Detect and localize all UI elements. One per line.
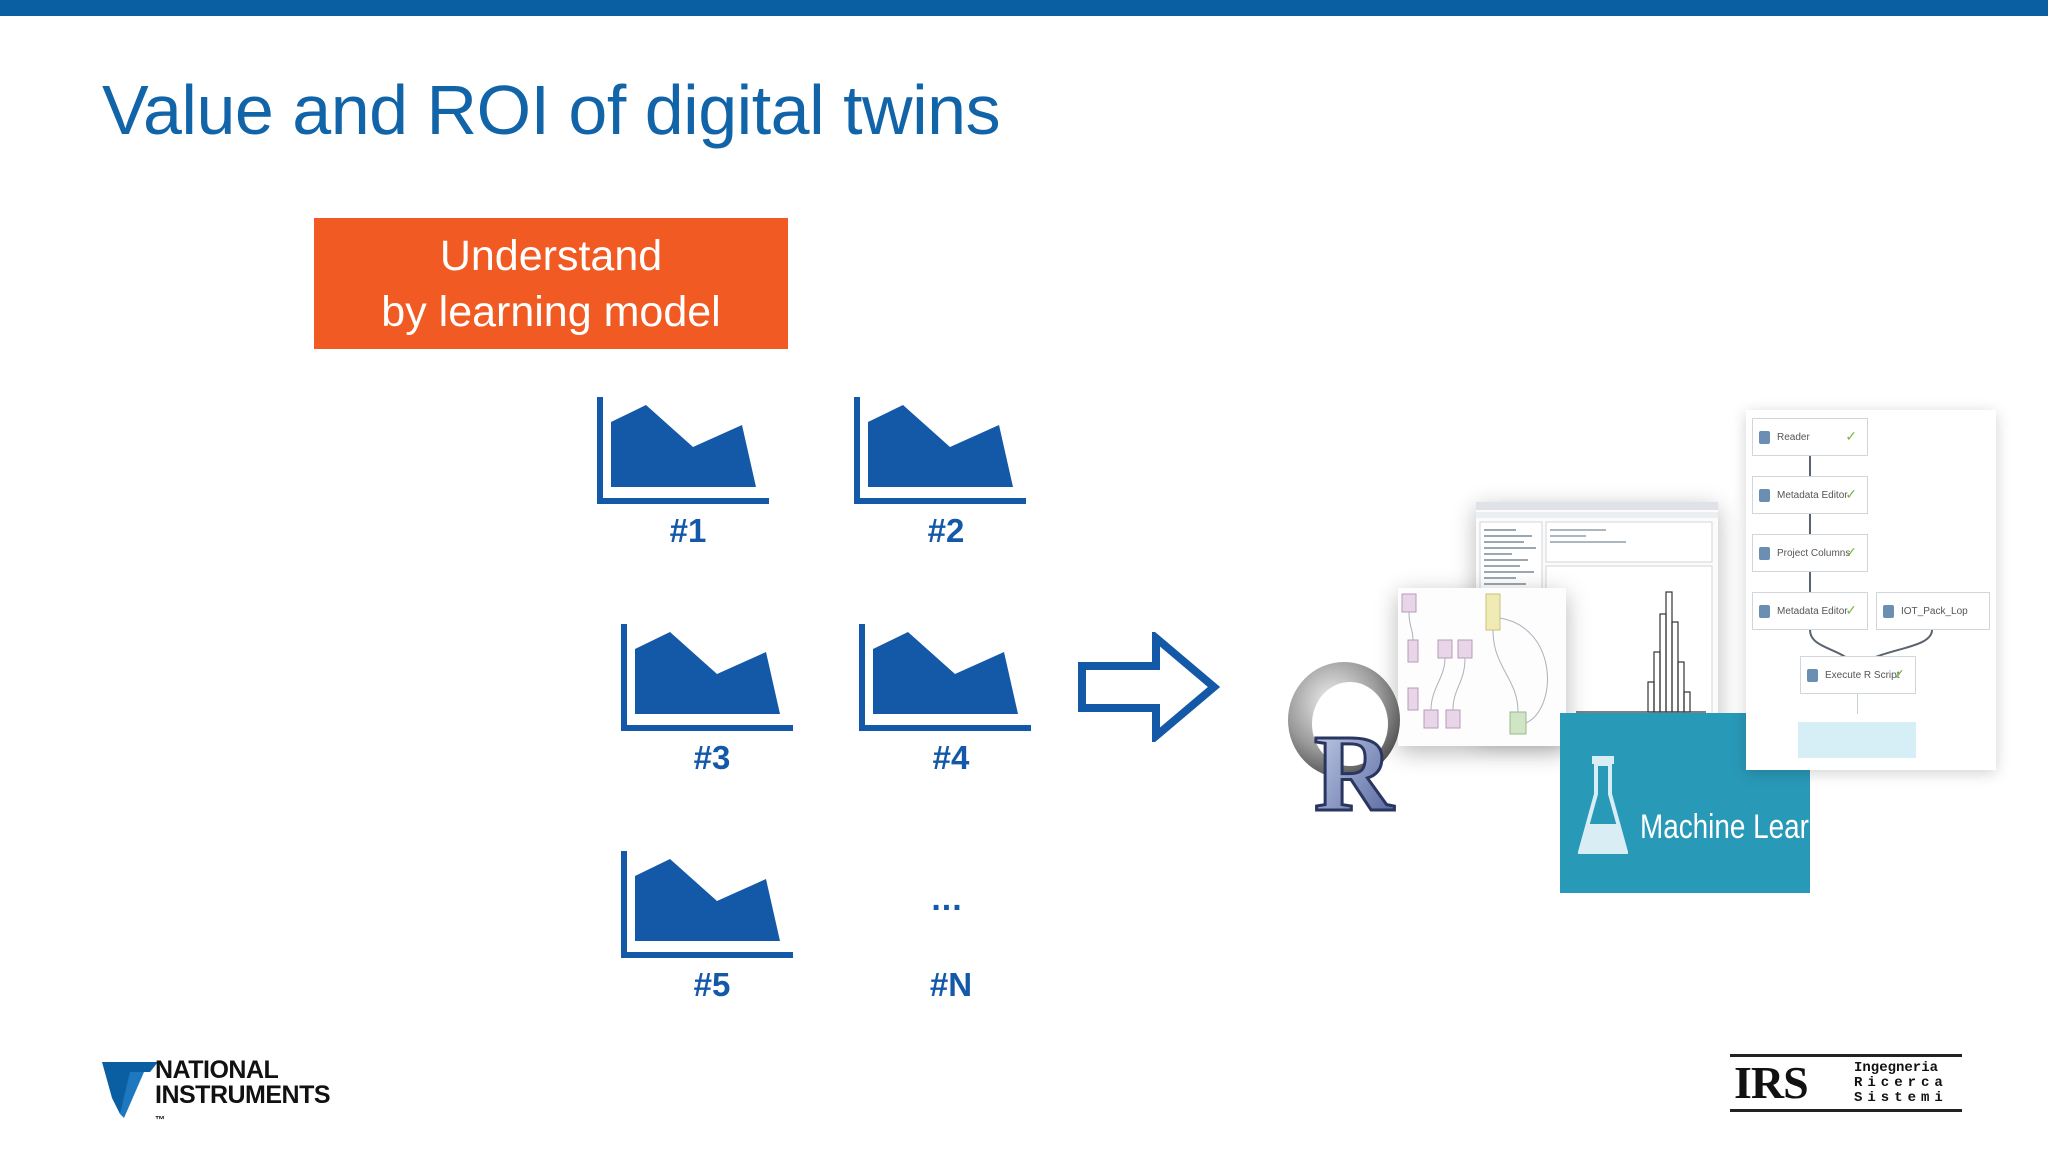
highlight-line-2: by learning model [381, 287, 721, 336]
workflow-node: IOT_Pack_Lop [1876, 592, 1990, 630]
workflow-node-label: Metadata Editor [1777, 489, 1848, 501]
model-label-3: #3 [693, 739, 731, 776]
workflow-node: Reader ✓ [1752, 418, 1868, 456]
ml-workflow-panel: Reader ✓ Metadata Editor ✓ Project Colum… [1746, 410, 1996, 770]
workflow-connector [1809, 572, 1811, 592]
workflow-connector [1809, 456, 1811, 476]
svg-text:R: R [1314, 712, 1395, 818]
node-icon [1759, 547, 1770, 560]
node-icon [1759, 489, 1770, 502]
workflow-connector [1857, 694, 1858, 714]
highlight-box: Understand by learning model [314, 218, 788, 349]
check-icon: ✓ [1893, 666, 1905, 682]
area-chart-icon [596, 397, 771, 507]
check-icon: ✓ [1845, 602, 1857, 618]
model-label-1: #1 [669, 512, 707, 549]
workflow-node-label: IOT_Pack_Lop [1901, 605, 1968, 617]
node-icon [1807, 669, 1818, 682]
national-instruments-logo: NATIONAL INSTRUMENTS ™ [155, 1056, 331, 1133]
node-icon [1883, 605, 1894, 618]
irs-tagline-1: Ingegneria [1854, 1060, 1939, 1076]
workflow-node: Metadata Editor ✓ [1752, 592, 1868, 630]
area-chart-icon [858, 624, 1033, 734]
national-instruments-eagle-icon [100, 1058, 160, 1125]
model-label-5: #5 [693, 966, 731, 1003]
workflow-node-label: Project Columns [1777, 547, 1851, 559]
workflow-node-label: Metadata Editor [1777, 605, 1848, 617]
workflow-node: Metadata Editor ✓ [1752, 476, 1868, 514]
irs-logo-letters: IRS [1734, 1057, 1809, 1108]
model-label-4: #4 [932, 739, 970, 776]
model-label-n: #N [929, 966, 973, 1003]
node-icon [1759, 431, 1770, 444]
workflow-node: Execute R Script ✓ [1800, 656, 1916, 694]
check-icon: ✓ [1845, 428, 1857, 444]
model-label-2: #2 [927, 512, 965, 549]
ni-trademark: ™ [155, 1115, 165, 1126]
irs-tagline-2: Ricerca [1854, 1075, 1948, 1091]
irs-logo: IRS Ingegneria Ricerca Sistemi [1730, 1054, 1962, 1112]
check-icon: ✓ [1845, 544, 1857, 560]
workflow-output-node [1798, 722, 1916, 758]
right-arrow-icon [1078, 629, 1221, 747]
workflow-node-label: Execute R Script [1825, 669, 1900, 681]
flask-icon [1577, 752, 1629, 867]
area-chart-icon [853, 397, 1028, 507]
irs-logo-tagline: Ingegneria Ricerca Sistemi [1854, 1061, 1948, 1106]
workflow-node: Project Columns ✓ [1752, 534, 1868, 572]
highlight-line-1: Understand [439, 231, 663, 280]
ni-logo-line-2: INSTRUMENTS [155, 1081, 331, 1109]
irs-rule-bottom [1730, 1109, 1962, 1112]
ni-logo-line-1: NATIONAL [155, 1056, 279, 1084]
irs-tagline-3: Sistemi [1854, 1090, 1948, 1106]
check-icon: ✓ [1845, 486, 1857, 502]
workflow-screenshot [1398, 588, 1566, 746]
area-chart-icon [620, 624, 795, 734]
more-models-ellipsis: ... [931, 880, 963, 918]
top-accent-bar [0, 0, 2048, 16]
machine-learning-label: Machine Learning [1640, 808, 1862, 846]
area-chart-icon [620, 851, 795, 961]
node-icon [1759, 605, 1770, 618]
irs-rule-top [1730, 1054, 1962, 1057]
workflow-connector [1809, 514, 1811, 534]
workflow-node-label: Reader [1777, 431, 1810, 443]
slide-title: Value and ROI of digital twins [102, 71, 1001, 149]
r-logo-icon: R [1286, 648, 1406, 836]
